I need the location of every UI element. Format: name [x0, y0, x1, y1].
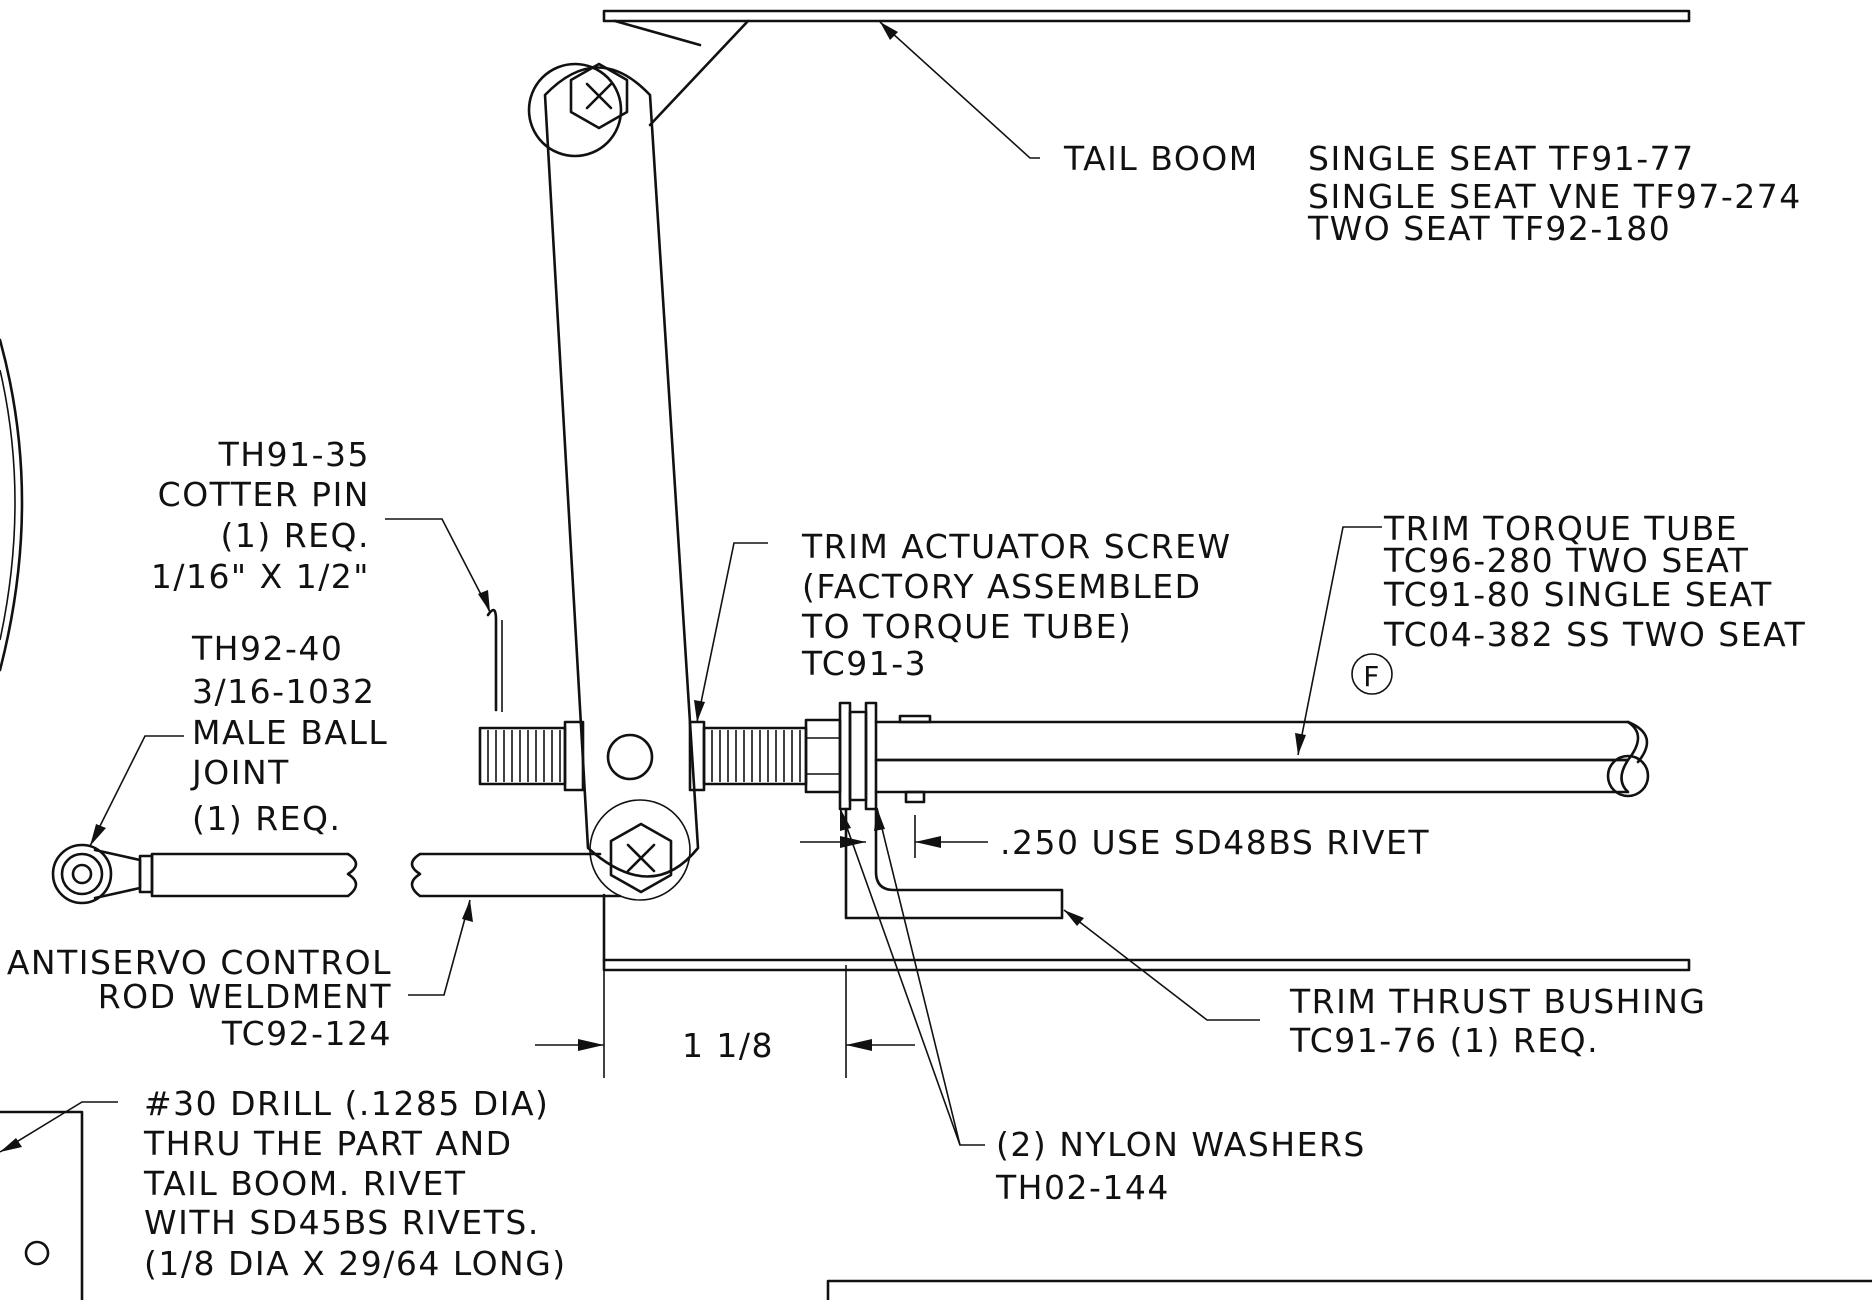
svg-text:JOINT: JOINT [190, 753, 290, 792]
control-rod-right [410, 852, 622, 898]
svg-text:TO TORQUE TUBE): TO TORQUE TUBE) [801, 607, 1132, 646]
svg-text:TH92-40: TH92-40 [191, 629, 343, 668]
svg-text:(2) NYLON WASHERS: (2) NYLON WASHERS [996, 1125, 1366, 1164]
svg-text:ROD WELDMENT: ROD WELDMENT [98, 977, 392, 1016]
tail-boom-bottom-plate [602, 893, 1691, 972]
svg-text:THRU THE PART AND: THRU THE PART AND [143, 1124, 513, 1163]
thrust-bushing [844, 807, 1064, 920]
svg-text:SINGLE SEAT TF91-77: SINGLE SEAT TF91-77 [1308, 139, 1695, 178]
leader-lines [0, 21, 1382, 1153]
actuator-screw [478, 608, 878, 811]
control-rod-left [150, 852, 358, 898]
svg-text:COTTER PIN: COTTER PIN [158, 475, 370, 514]
svg-text:TRIM THRUST BUSHING: TRIM THRUST BUSHING [1289, 982, 1706, 1021]
left-arc-outer [0, 338, 24, 672]
svg-text:TAIL BOOM. RIVET: TAIL BOOM. RIVET [143, 1164, 466, 1203]
torque-tube [874, 714, 1650, 804]
svg-text:TWO SEAT TF92-180: TWO SEAT TF92-180 [1307, 209, 1671, 248]
actuator-screw-label: TRIM ACTUATOR SCREW (FACTORY ASSEMBLED T… [801, 527, 1232, 683]
lever-arm [527, 62, 700, 901]
svg-text:ANTISERVO CONTROL: ANTISERVO CONTROL [7, 943, 392, 982]
control-rod-label: ANTISERVO CONTROL ROD WELDMENT TC92-124 [7, 943, 392, 1053]
svg-text:MALE BALL: MALE BALL [192, 713, 388, 752]
torque-tube-label: TRIM TORQUE TUBE TC96-280 TWO SEAT TC91-… [1383, 509, 1806, 654]
svg-text:TH91-35: TH91-35 [218, 435, 370, 474]
ball-joint-label: TH92-40 3/16-1032 MALE BALL JOINT (1) RE… [190, 629, 388, 838]
tail-boom-text: TAIL BOOM [1063, 139, 1259, 178]
svg-text:TH02-144: TH02-144 [995, 1168, 1170, 1207]
pivot-hole-icon [606, 733, 654, 781]
tail-boom-label: TAIL BOOM SINGLE SEAT TF91-77 SINGLE SEA… [1063, 139, 1802, 248]
svg-text:TRIM TORQUE TUBE: TRIM TORQUE TUBE [1383, 509, 1738, 548]
svg-text:(1/8 DIA X 29/64 LONG): (1/8 DIA X 29/64 LONG) [144, 1244, 567, 1283]
svg-text:TC91-80 SINGLE SEAT: TC91-80 SINGLE SEAT [1383, 575, 1773, 614]
flag-letter: F [1363, 660, 1381, 693]
svg-text:SINGLE SEAT VNE TF97-274: SINGLE SEAT VNE TF97-274 [1308, 177, 1802, 216]
svg-text:TC92-124: TC92-124 [221, 1014, 392, 1053]
drill-note-label: #30 DRILL (.1285 DIA) THRU THE PART AND … [143, 1084, 567, 1283]
thrust-bushing-label: TRIM THRUST BUSHING TC91-76 (1) REQ. [1289, 982, 1706, 1060]
cotter-pin-label: TH91-35 COTTER PIN (1) REQ. 1/16" X 1/2" [151, 435, 370, 596]
svg-text:3/16-1032: 3/16-1032 [192, 672, 376, 711]
title-block-edge [826, 1279, 1872, 1300]
svg-text:TC04-382 SS TWO SEAT: TC04-382 SS TWO SEAT [1383, 615, 1806, 654]
top-hex-bolt-icon [569, 62, 629, 130]
nylon-washers-label: (2) NYLON WASHERS TH02-144 [995, 1125, 1366, 1207]
svg-text:TC96-280 TWO SEAT: TC96-280 TWO SEAT [1383, 541, 1749, 580]
svg-text:WITH SD45BS RIVETS.: WITH SD45BS RIVETS. [144, 1203, 540, 1242]
bottom-hex-bolt-icon [609, 822, 673, 894]
left-arc-inner [0, 369, 16, 641]
svg-text:TRIM ACTUATOR SCREW: TRIM ACTUATOR SCREW [801, 527, 1232, 566]
rivet-dim-label: .250 USE SD48BS RIVET [1000, 823, 1430, 862]
dimension-1-1-8-label: 1 1/8 [682, 1026, 774, 1065]
svg-text:(1) REQ.: (1) REQ. [192, 799, 341, 838]
svg-text:TC91-76 (1) REQ.: TC91-76 (1) REQ. [1289, 1021, 1599, 1060]
svg-text:#30 DRILL (.1285 DIA): #30 DRILL (.1285 DIA) [144, 1084, 549, 1123]
svg-text:(1) REQ.: (1) REQ. [221, 516, 370, 555]
dimension-1-1-8 [535, 965, 915, 1078]
svg-text:(FACTORY ASSEMBLED: (FACTORY ASSEMBLED [802, 567, 1202, 606]
ball-joint [51, 843, 154, 905]
svg-text:1/16" X 1/2": 1/16" X 1/2" [151, 557, 370, 596]
flag-f: F [1351, 653, 1393, 695]
tail-boom-top-plate [602, 9, 1691, 127]
lower-left-part [0, 1110, 84, 1300]
svg-text:TC91-3: TC91-3 [801, 644, 927, 683]
dimension-250 [800, 815, 988, 858]
